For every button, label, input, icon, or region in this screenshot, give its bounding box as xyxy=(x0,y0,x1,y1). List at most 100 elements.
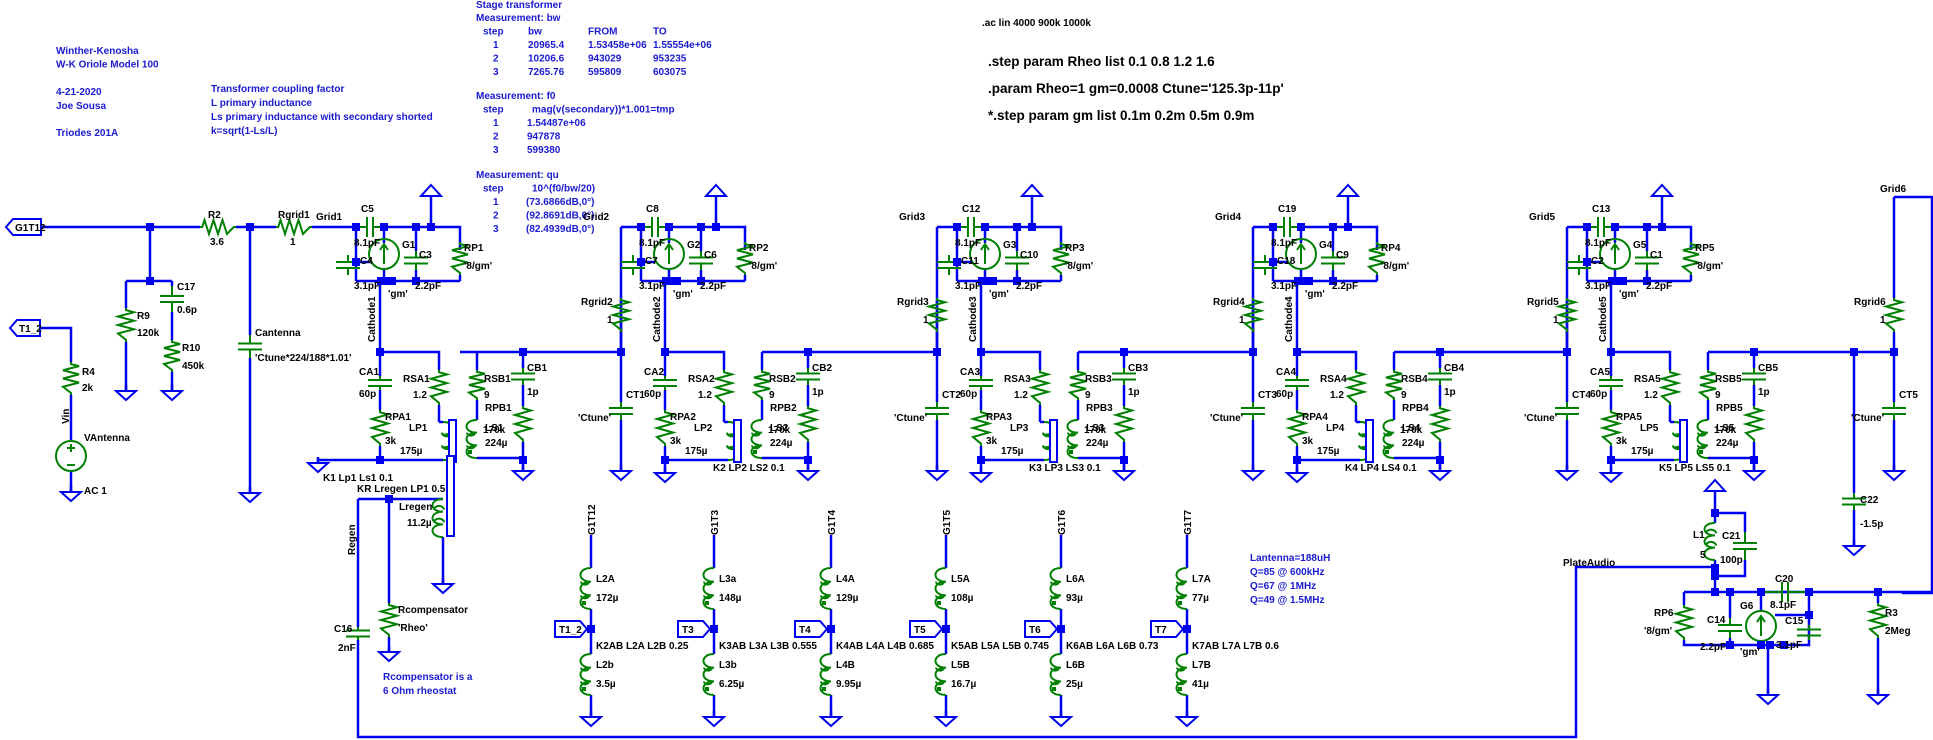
junction-dot xyxy=(981,277,989,285)
ground-icon xyxy=(924,470,950,482)
coupling-label: K5 LP5 LS5 0.1 xyxy=(1659,463,1731,474)
polarity-dot xyxy=(1069,450,1073,454)
junction-dot xyxy=(1344,223,1352,231)
rsa-name: RSA2 xyxy=(688,374,715,385)
polarity-dot xyxy=(937,687,941,691)
junction-dot xyxy=(1436,456,1444,464)
c20-name: C20 xyxy=(1775,574,1794,585)
junctions xyxy=(146,223,1898,649)
tap-net-label: G1T5 xyxy=(942,510,953,535)
junction-dot xyxy=(380,223,388,231)
grid-net-label: Grid2 xyxy=(583,212,610,223)
resistor-rsa-icon xyxy=(1658,370,1682,405)
r4-value: 2k xyxy=(82,383,94,394)
junction-dot xyxy=(1057,625,1065,633)
rp-value: '8/gm' xyxy=(464,261,492,272)
capacitor-c16-icon xyxy=(346,627,370,640)
bw-column-header: TO xyxy=(653,27,667,38)
lp-value: 175µ xyxy=(1317,446,1340,457)
vantenna-name: VAntenna xyxy=(84,433,130,444)
capacitor-ct-icon xyxy=(609,402,633,420)
qu-cell: 3 xyxy=(493,224,499,235)
junction-dot xyxy=(697,223,705,231)
title-block-line: Triodes 201A xyxy=(56,128,118,139)
tap-net-label: G1T3 xyxy=(710,510,721,535)
ct-value: 'Ctune' xyxy=(894,413,927,424)
c21-value: 100p xyxy=(1720,555,1743,566)
ground-icon xyxy=(1841,545,1867,557)
rp6-value: '8/gm' xyxy=(1644,626,1672,637)
lp-name: LP4 xyxy=(1326,423,1345,434)
qu-cell: (92.8691dB,0°) xyxy=(526,211,594,222)
tap-coupling-label: K7AB L7A L7B 0.6 xyxy=(1192,641,1279,652)
junction-dot xyxy=(1757,641,1765,649)
ground-icon xyxy=(608,470,634,482)
inductor-la-icon xyxy=(579,567,592,610)
rcompensator-value: 'Rheo' xyxy=(398,623,428,634)
inductor-ls-icon xyxy=(1382,419,1395,459)
rp-value: '8/gm' xyxy=(1695,261,1723,272)
bw-cell: 2 xyxy=(493,54,499,65)
la-name: L7A xyxy=(1192,574,1211,585)
cgp-value: 8.1pF xyxy=(955,238,981,249)
ground-icon xyxy=(1598,472,1624,484)
grid-net-label: Grid4 xyxy=(1215,212,1242,223)
junction-dot xyxy=(1329,277,1337,285)
ground-icon xyxy=(1284,472,1310,484)
regen-core-icon xyxy=(446,455,455,537)
junction-dot xyxy=(953,258,961,266)
tap-net-label: G1T7 xyxy=(1183,510,1194,535)
junction-dot xyxy=(246,223,254,231)
junction-dot xyxy=(1619,277,1627,285)
ground-icon xyxy=(510,470,536,482)
polarity-dot xyxy=(705,687,709,691)
inductor-ls-icon xyxy=(750,419,763,459)
wire xyxy=(1297,350,1358,370)
resistor-rcompensator-icon xyxy=(377,603,401,637)
capacitor-cgk-icon xyxy=(621,255,645,275)
tap-coupling-label: K3AB L3A L3B 0.555 xyxy=(719,641,817,652)
f0-cell: 599380 xyxy=(527,145,561,156)
wire xyxy=(981,350,1042,370)
la-value: 77µ xyxy=(1192,593,1209,604)
tube-current-source-icon xyxy=(969,238,1001,270)
rgrid-name: Rgrid2 xyxy=(581,297,613,308)
qu-column-header: 10^(f0/bw/20) xyxy=(532,184,595,195)
cgp-value: 8.1pF xyxy=(1271,238,1297,249)
ground-icon xyxy=(305,462,331,474)
step-rheo-directive: .step param Rheo list 0.1 0.8 1.2 1.6 xyxy=(988,54,1215,69)
junction-dot xyxy=(1611,277,1619,285)
wire xyxy=(1715,511,1747,532)
cb-name: CB4 xyxy=(1444,363,1464,374)
cb-value: 1p xyxy=(1444,387,1456,398)
bw-cell: 10206.6 xyxy=(528,54,565,65)
ca-value: 60p xyxy=(1590,389,1607,400)
vin-net-label: Vin xyxy=(61,409,72,424)
junction-dot xyxy=(665,277,673,285)
inductor-la-icon xyxy=(819,567,832,610)
cgk-value: 3.1pF xyxy=(639,281,665,292)
lp-name: LP1 xyxy=(409,423,428,434)
ground-icon xyxy=(1755,694,1781,706)
cgp-name: C5 xyxy=(361,204,374,215)
cgp-name: C12 xyxy=(962,204,981,215)
resistor-r9-icon xyxy=(114,308,138,342)
r10-name: R10 xyxy=(182,343,201,354)
resistor-rgrid-icon xyxy=(1882,298,1906,332)
capacitor-cb-icon xyxy=(1742,368,1766,385)
rsb-name: RSB1 xyxy=(484,374,511,385)
coupling-label: K2 LP2 LS2 0.1 xyxy=(713,463,785,474)
cb-name: CB1 xyxy=(527,363,547,374)
resistor-rpa-icon xyxy=(653,410,677,446)
junction-dot xyxy=(661,456,669,464)
resistor-rsa-icon xyxy=(1344,370,1368,405)
junction-dot xyxy=(697,277,705,285)
rsb-name: RSB4 xyxy=(1401,374,1428,385)
capacitor-cb-icon xyxy=(511,368,535,385)
ls-name: LS4 xyxy=(1402,423,1421,434)
resistor-rsb-icon xyxy=(1697,370,1717,400)
gm-label: 'gm' xyxy=(1619,289,1639,300)
junction-dot xyxy=(587,625,595,633)
ct-name: CT3 xyxy=(1258,390,1277,401)
rgrid-value: 1 xyxy=(1880,315,1886,326)
